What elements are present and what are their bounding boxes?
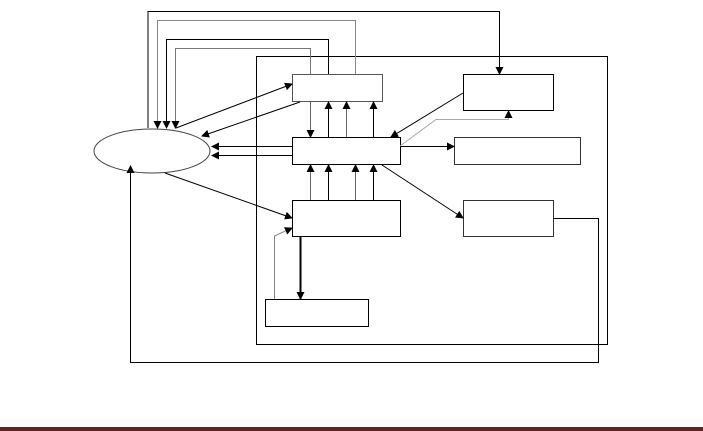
box-c — [292, 200, 401, 237]
box-d — [265, 299, 369, 327]
box-f — [454, 137, 581, 165]
external-entity-ellipse — [93, 128, 211, 174]
footer-rule — [0, 427, 703, 431]
box-b — [292, 137, 401, 165]
box-a — [292, 74, 383, 102]
box-e — [463, 74, 554, 111]
connectors — [126, 11, 599, 363]
box-g — [463, 200, 554, 237]
system-boundary — [256, 56, 608, 345]
